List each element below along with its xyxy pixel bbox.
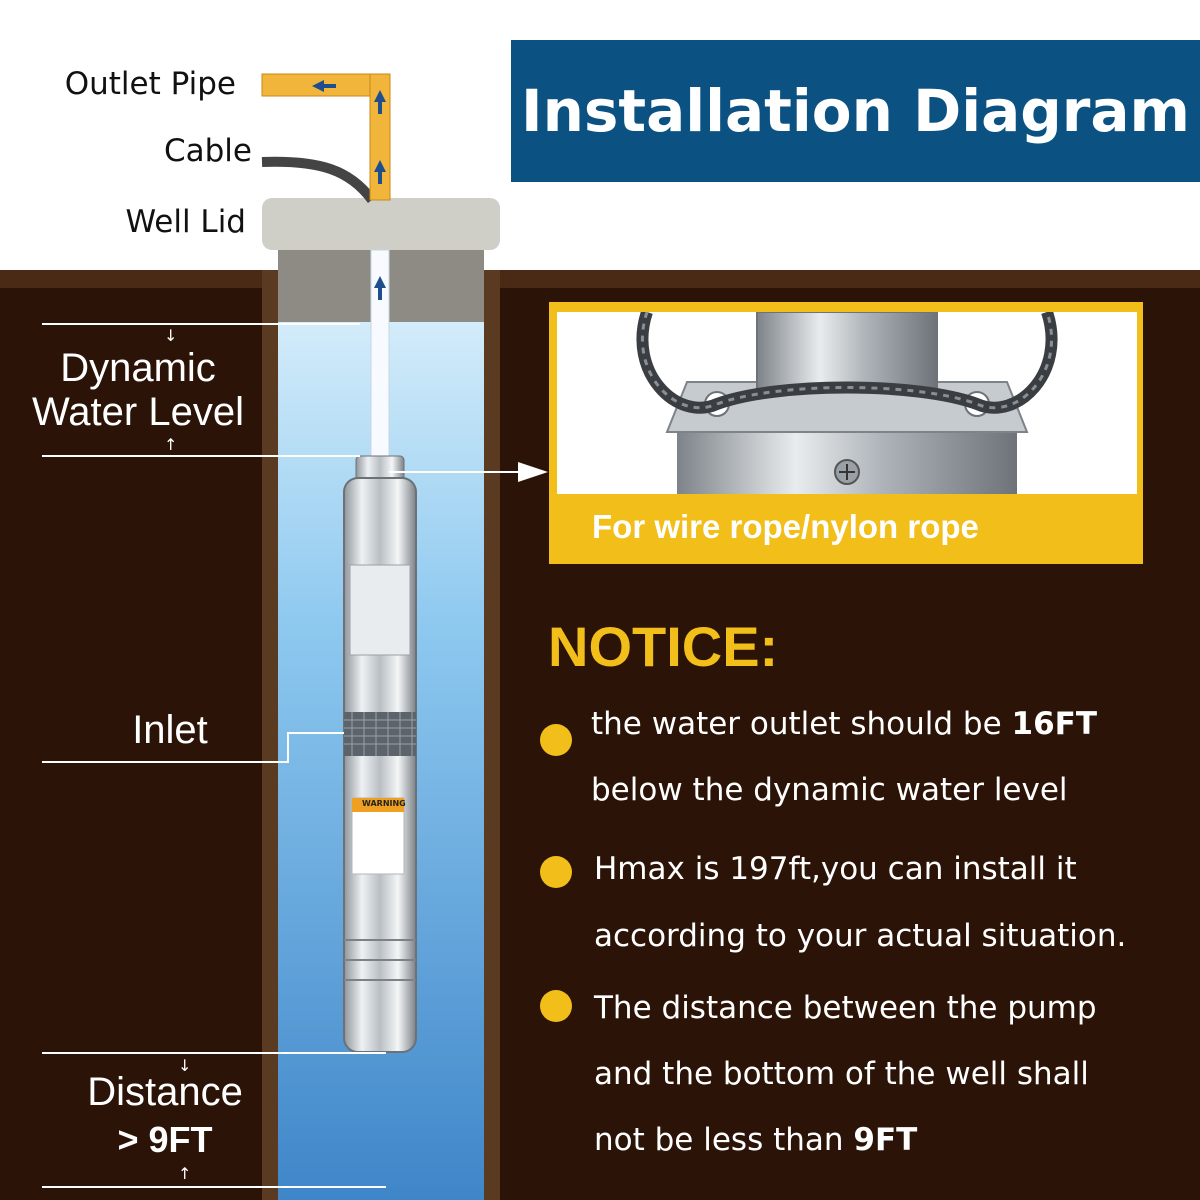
notice-item-2-line2: according to your actual situation.	[594, 918, 1127, 954]
title-banner: Installation Diagram	[511, 40, 1200, 182]
rope-inset-caption: For wire rope/nylon rope	[592, 508, 979, 545]
notice-bullet-2	[540, 856, 572, 888]
pump-inlet-screen	[344, 712, 416, 756]
notice-item-1-line2: below the dynamic water level	[591, 772, 1068, 808]
arrow-down-icon-2: ↓	[178, 1056, 192, 1075]
inlet-leader	[42, 732, 344, 763]
page-title: Installation Diagram	[521, 77, 1190, 145]
cable-label: Cable	[163, 133, 252, 169]
inset-pointer-arrow-icon	[518, 462, 548, 482]
notice-item-3-line3: not be less than 9FT	[594, 1122, 918, 1158]
pump-body	[343, 477, 417, 1053]
pump-nameplate	[349, 564, 411, 656]
well-lid-label: Well Lid	[125, 204, 246, 240]
notice-bullet-3	[540, 990, 572, 1022]
notice-item-2-line1: Hmax is 197ft,you can install it	[594, 851, 1077, 887]
flow-arrow-left-icon	[312, 80, 336, 92]
distance-top-rule	[42, 1052, 386, 1054]
notice-title: NOTICE:	[548, 615, 779, 678]
inlet-label: Inlet	[132, 708, 208, 752]
cable-line	[261, 156, 377, 204]
flow-arrow-up-icon-3	[374, 276, 386, 300]
arrow-down-icon: ↓	[164, 326, 178, 345]
rope-inset-photo	[557, 312, 1137, 494]
notice-bullet-1	[540, 724, 572, 756]
notice-item-3-line1: The distance between the pump	[594, 990, 1097, 1026]
arrow-up-icon: ↑	[164, 435, 178, 454]
distance-label-line1: Distance	[87, 1070, 243, 1114]
arrow-up-icon-2: ↑	[178, 1164, 192, 1183]
distance-bottom-rule	[42, 1186, 386, 1188]
notice-item-1-line1: the water outlet should be 16FT	[591, 706, 1097, 742]
dynamic-label-line1: Dynamic	[60, 346, 216, 390]
dynamic-level-bottom-rule	[42, 455, 360, 457]
outlet-pipe-label: Outlet Pipe	[64, 66, 236, 102]
flow-arrow-up-icon	[374, 90, 386, 114]
pump-warning-text: WARNING	[362, 799, 406, 808]
dynamic-label-line2: Water Level	[32, 390, 244, 434]
pump-top-rope-icon	[636, 312, 1058, 494]
soil-left	[0, 288, 262, 1200]
dynamic-level-top-rule	[42, 323, 360, 325]
notice-item-3-line2: and the bottom of the well shall	[594, 1056, 1089, 1092]
well-lid	[262, 198, 500, 250]
pump-warning-header	[352, 798, 404, 812]
flow-arrow-up-icon-2	[374, 160, 386, 184]
outlet-pipe-vertical	[369, 73, 391, 201]
distance-label-line2: > 9FT	[117, 1119, 213, 1160]
